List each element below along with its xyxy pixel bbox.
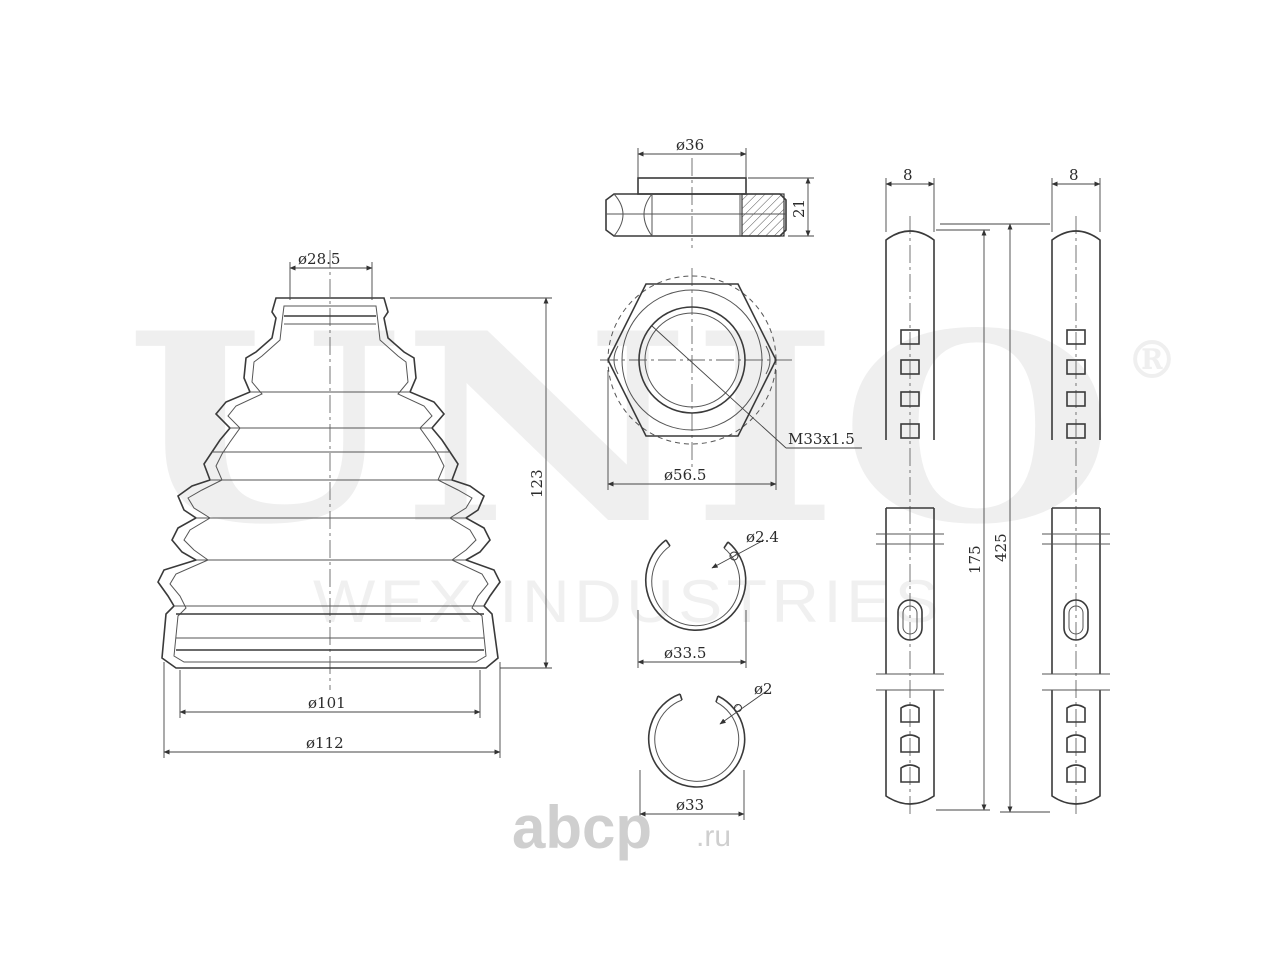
watermark: UNIO ® WEX INDUSTRIES: [125, 277, 1178, 635]
cv-boot: ø28.5 123 ø101 ø112: [157, 250, 552, 758]
boot-inner-diameter-label: ø101: [308, 694, 346, 712]
long-strap-top-part: [1051, 230, 1101, 440]
boot-inner-profile: [169, 305, 489, 663]
short-strap-width-label: 8: [903, 166, 913, 184]
long-strap-bottom-part: [1051, 690, 1101, 805]
short-strap-length-label: 175: [966, 545, 984, 574]
large-circlip: ø2.4 ø33.5: [637, 528, 779, 668]
nut-section-hatch: [741, 193, 785, 237]
small-circlip-wire-label: ø2: [754, 680, 773, 698]
short-strap-middle-part: [885, 507, 935, 674]
small-circlip-outer: [647, 693, 746, 788]
nut-collar-diameter-label: ø36: [676, 136, 704, 154]
site-logo-name: abcp: [512, 794, 652, 861]
nut-hexagon: [607, 283, 777, 437]
long-strap-width-label: 8: [1069, 166, 1079, 184]
boot-height-label: 123: [528, 469, 546, 498]
small-circlip: ø2 ø33: [639, 680, 773, 820]
short-strap: 8 175: [876, 166, 990, 818]
watermark-registered-mark: ®: [1126, 330, 1178, 391]
long-strap-middle-part: [1051, 507, 1101, 674]
short-strap-slot: [897, 599, 923, 641]
large-circlip-diameter-label: ø33.5: [664, 644, 706, 662]
large-circlip-wire-label: ø2.4: [746, 528, 779, 546]
nut-height-label: 21: [790, 199, 808, 218]
boot-top-diameter-label: ø28.5: [298, 250, 340, 268]
small-circlip-diameter-label: ø33: [676, 796, 704, 814]
large-circlip-outer: [644, 539, 747, 631]
nut-thread-label: M33x1.5: [788, 430, 855, 448]
site-logo: abcp .ru: [512, 794, 731, 861]
watermark-brand: UNIO: [125, 277, 1115, 582]
nut-front-view: M33x1.5 ø56.5: [600, 268, 862, 490]
nut-side-view: ø36 21: [605, 136, 814, 248]
boot-outer-diameter-label: ø112: [306, 734, 344, 752]
nut-chamfer-circle: [621, 289, 763, 431]
watermark-subtitle: WEX INDUSTRIES: [313, 568, 943, 635]
nut-bore-outer: [638, 306, 746, 414]
long-strap-slot: [1063, 599, 1089, 641]
short-strap-top-part: [885, 230, 935, 440]
long-strap-length-label: 425: [992, 533, 1010, 562]
nut-bore-inner: [644, 312, 740, 408]
short-strap-bottom-part: [885, 690, 935, 805]
long-strap: 8 425: [940, 166, 1110, 818]
nut-across-diameter-label: ø56.5: [664, 466, 706, 484]
site-logo-tld: .ru: [696, 820, 731, 853]
